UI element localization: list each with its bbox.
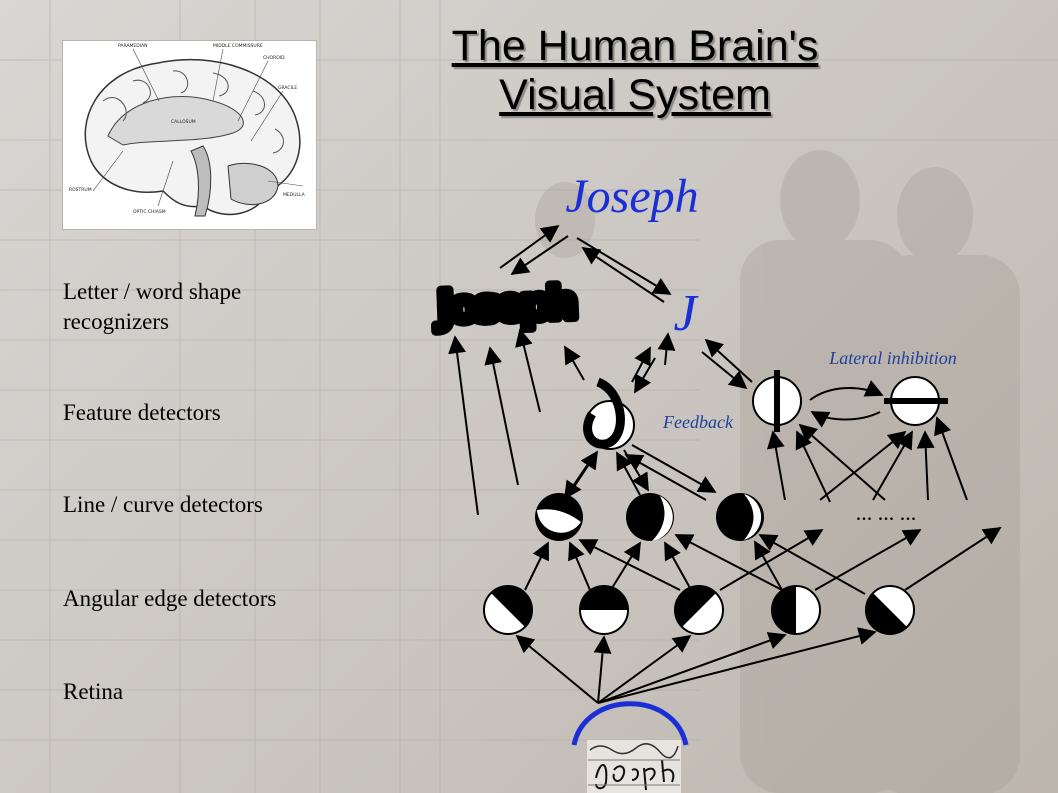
edge-detector-node-4 (771, 585, 821, 635)
curve-detector-node-1 (535, 493, 583, 541)
brain-illustration: PARAMEDIAN MIDDLE COMMISSURE CHOROID GRA… (62, 40, 317, 230)
layer-label-line: Line / curve detectors (63, 492, 263, 517)
page-title: The Human Brain's Visual System (380, 22, 890, 120)
feature-detector-horizontal-node (884, 376, 948, 426)
scrawled-word-recognizer: Joseph (433, 278, 575, 334)
layer-label-line: Feature detectors (63, 400, 221, 425)
retina-to-edge-arrows (515, 627, 877, 704)
recognizer-to-word-arrows (499, 224, 672, 303)
svg-text:CALLOSUM: CALLOSUM (171, 119, 196, 125)
layer-label-line: recognizers (63, 309, 169, 334)
svg-text:MIDDLE COMMISSURE: MIDDLE COMMISSURE (213, 43, 263, 49)
edge-to-curve-arrows (524, 527, 1002, 595)
lateral-inhibition-arrows (809, 380, 884, 428)
dots-to-feature-arrows (766, 416, 968, 503)
layer-label-feature-detectors: Feature detectors (63, 398, 221, 428)
svg-text:MEDULLA: MEDULLA (283, 192, 306, 198)
feature-detector-curve-node (583, 377, 635, 450)
brain-sagittal-section-icon: PARAMEDIAN MIDDLE COMMISSURE CHOROID GRA… (69, 43, 306, 217)
edge-detector-node-3 (674, 585, 724, 635)
layer-label-line-curve-detectors: Line / curve detectors (63, 490, 263, 520)
edge-detector-node-2 (579, 585, 629, 635)
feature-detector-vertical-node (752, 370, 802, 432)
retina-curve (571, 701, 689, 746)
letter-output-j: J (673, 285, 699, 342)
svg-text:PARAMEDIAN: PARAMEDIAN (118, 43, 148, 49)
more-detectors-ellipsis: ... ... ... (856, 500, 917, 525)
title-line-1: The Human Brain's (451, 22, 819, 70)
edge-detector-node-5 (865, 585, 915, 635)
feature-to-word-arrows (448, 328, 585, 516)
lateral-inhibition-label: Lateral inhibition (828, 348, 957, 368)
layer-label-letter-word-recognizers: Letter / word shape recognizers (63, 277, 241, 337)
feedback-label: Feedback (662, 412, 734, 432)
svg-text:GRACILE: GRACILE (278, 85, 297, 91)
letter-feedback-arrows (631, 332, 753, 394)
layer-label-line: Letter / word shape (63, 279, 242, 304)
svg-text:OPTIC CHIASM: OPTIC CHIASM (133, 209, 166, 215)
layer-label-line: Angular edge detectors (63, 586, 277, 611)
layer-label-angular-edge-detectors: Angular edge detectors (63, 584, 276, 614)
curve-detector-node-2 (626, 493, 674, 541)
edge-detector-node-1 (483, 585, 533, 635)
layer-label-retina: Retina (63, 677, 123, 707)
svg-text:CHOROID: CHOROID (263, 55, 285, 61)
word-output-joseph: Joseph (565, 170, 698, 223)
svg-text:ROSTRUM: ROSTRUM (69, 187, 92, 193)
curve-detector-node-3 (716, 493, 764, 541)
curve-to-feature-arrows (563, 444, 717, 501)
handwritten-joseph-snippet (587, 740, 681, 793)
title-line-2: Visual System (499, 71, 771, 119)
layer-label-line: Retina (63, 679, 124, 704)
